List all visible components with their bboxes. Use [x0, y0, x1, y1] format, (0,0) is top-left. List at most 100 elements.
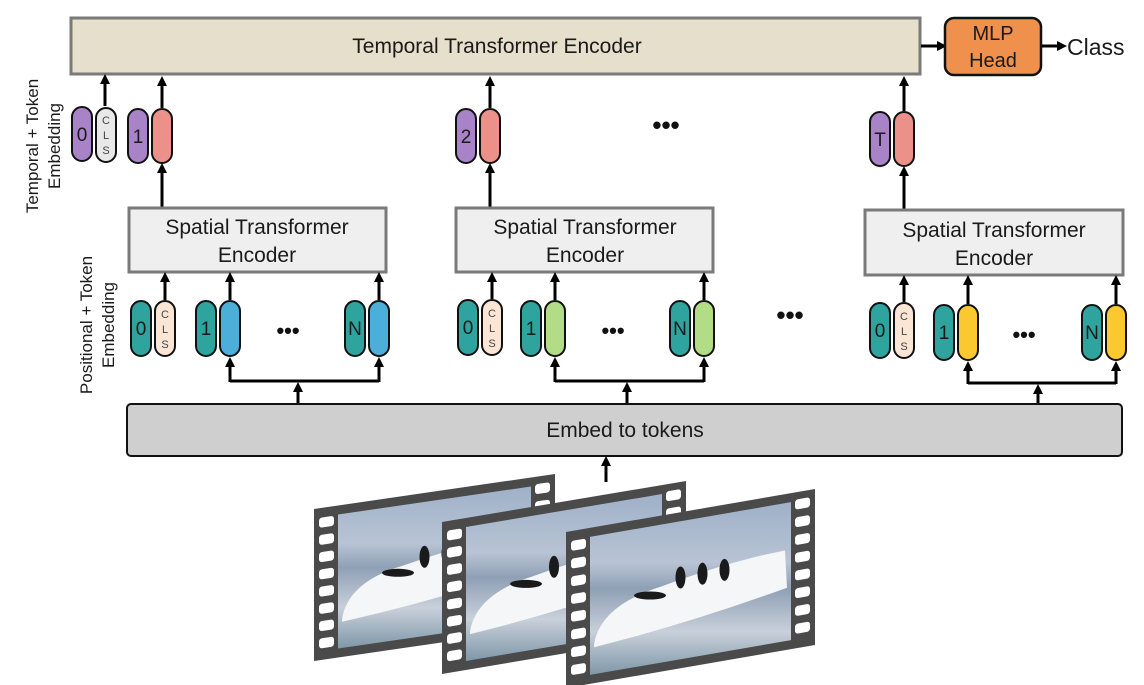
patch-token-N	[693, 300, 715, 357]
side-label-temporal: Temporal + Token Embedding	[23, 79, 64, 213]
frame-ellipsis: •••	[776, 300, 803, 330]
temporal-position-index: T	[874, 130, 886, 151]
sprocket-hole	[795, 533, 810, 545]
mlp-head-box	[943, 16, 1043, 77]
sprocket-hole	[447, 528, 462, 541]
patch-token-N	[1105, 304, 1127, 361]
position-index: N	[1085, 323, 1099, 344]
spatial-encoder-label-line1: Spatial Transformer	[165, 216, 348, 239]
position-index: N	[673, 319, 687, 340]
temporal-cls-token	[95, 107, 117, 163]
sprocket-hole	[447, 563, 462, 575]
temporal-position-token	[127, 108, 149, 164]
sprocket-hole	[319, 516, 334, 528]
sprocket-hole	[319, 602, 334, 614]
spatial-encoder-label-line1: Spatial Transformer	[902, 219, 1085, 242]
cls-letter: L	[901, 326, 907, 338]
penguin	[719, 558, 730, 581]
temporal-token-1: 1	[127, 76, 173, 207]
sprocket-hole	[795, 604, 810, 616]
sprocket-hole	[447, 614, 462, 627]
sprocket-hole	[319, 636, 334, 649]
spatial-encoder-label-line2: Encoder	[955, 247, 1033, 270]
sprocket-hole	[571, 645, 586, 658]
spatial-cls-token	[154, 300, 176, 357]
side-label-temporal-line1: Temporal + Token	[23, 79, 42, 213]
patch-ellipsis: •••	[276, 318, 299, 343]
sprocket-hole	[319, 585, 334, 597]
penguin	[634, 591, 666, 600]
mlp-head-label-line2: Head	[969, 50, 1017, 72]
penguin	[510, 579, 542, 588]
sprocket-hole	[571, 538, 586, 551]
patch-token-1	[219, 300, 241, 357]
temporal-transformer-encoder: Temporal Transformer Encoder	[69, 16, 922, 76]
spatial-position-token-0	[869, 302, 891, 359]
penguin	[382, 568, 414, 577]
spatial-position-token-N	[1081, 304, 1103, 361]
spatial-cls-token	[893, 302, 915, 359]
side-label-positional-line1: Positional + Token	[77, 256, 96, 394]
sprocket-hole	[795, 515, 810, 528]
side-label-temporal-line2: Embedding	[45, 103, 64, 189]
position-index: 1	[526, 319, 537, 340]
patch-token-N	[368, 300, 390, 357]
temporal-token-T: T	[869, 76, 915, 210]
sprocket-hole	[795, 497, 810, 510]
spatial-encoder-1: Spatial Transformer Encoder 0 C L S 1 ••…	[127, 206, 390, 403]
penguin	[549, 555, 559, 578]
spatial-position-token-N	[669, 300, 691, 357]
patch-ellipsis: •••	[601, 318, 624, 343]
spatial-encoder-2: Spatial Transformer Encoder 0 C L S 1 ••…	[454, 206, 715, 403]
sprocket-hole	[795, 586, 810, 599]
spatial-position-token-1	[520, 300, 542, 357]
temporal-encoder-box	[69, 16, 922, 76]
sprocket-hole	[571, 556, 586, 569]
cls-letter: S	[488, 338, 495, 350]
penguin	[697, 562, 708, 585]
sprocket-hole	[447, 545, 462, 558]
mlp-head: MLP Head	[943, 16, 1043, 77]
temporal-position-index: 2	[461, 127, 472, 148]
temporal-position-token	[455, 108, 477, 164]
sprocket-hole	[571, 663, 586, 675]
sprocket-hole	[447, 580, 462, 593]
temporal-encoder-label: Temporal Transformer Encoder	[352, 35, 641, 58]
sprocket-hole	[571, 592, 586, 604]
cls-letter: S	[161, 339, 168, 351]
spatial-encoder-box	[454, 206, 715, 274]
embed-to-tokens: Embed to tokens	[126, 403, 1123, 457]
cls-letter: L	[103, 130, 109, 142]
position-index: N	[348, 319, 362, 340]
embed-label: Embed to tokens	[546, 419, 704, 442]
sprocket-hole	[319, 567, 334, 580]
spatial-position-token-0	[457, 299, 479, 356]
spatial-encoder-box	[863, 208, 1125, 277]
spatial-encoder-3: Spatial Transformer Encoder 0 C L S 1 ••…	[863, 208, 1127, 403]
patch-token-1	[957, 304, 979, 361]
temporal-token-cls: 0 C L S	[71, 74, 117, 163]
position-index: 1	[939, 323, 950, 344]
video-frame	[566, 489, 815, 685]
sprocket-hole	[571, 574, 586, 587]
cls-letter: C	[900, 311, 908, 323]
temporal-position-index: 1	[133, 127, 144, 148]
penguin	[675, 566, 686, 589]
penguin	[419, 545, 430, 568]
temporal-position-index-0: 0	[77, 125, 88, 146]
sprocket-hole	[447, 597, 462, 610]
spatial-position-token-N	[344, 300, 366, 357]
temporal-position-token	[869, 111, 891, 167]
spatial-encoder-box	[127, 206, 388, 274]
sprocket-hole	[795, 568, 810, 581]
sprocket-hole	[571, 609, 586, 622]
sprocket-hole	[535, 482, 550, 494]
cls-letter: L	[489, 323, 495, 335]
spatial-encoder-label-line2: Encoder	[546, 244, 624, 267]
temporal-feature-token	[479, 108, 501, 164]
sprocket-hole	[319, 533, 334, 545]
cls-letter: C	[102, 115, 110, 127]
sprocket-hole	[571, 627, 586, 640]
sprocket-hole	[795, 621, 810, 634]
